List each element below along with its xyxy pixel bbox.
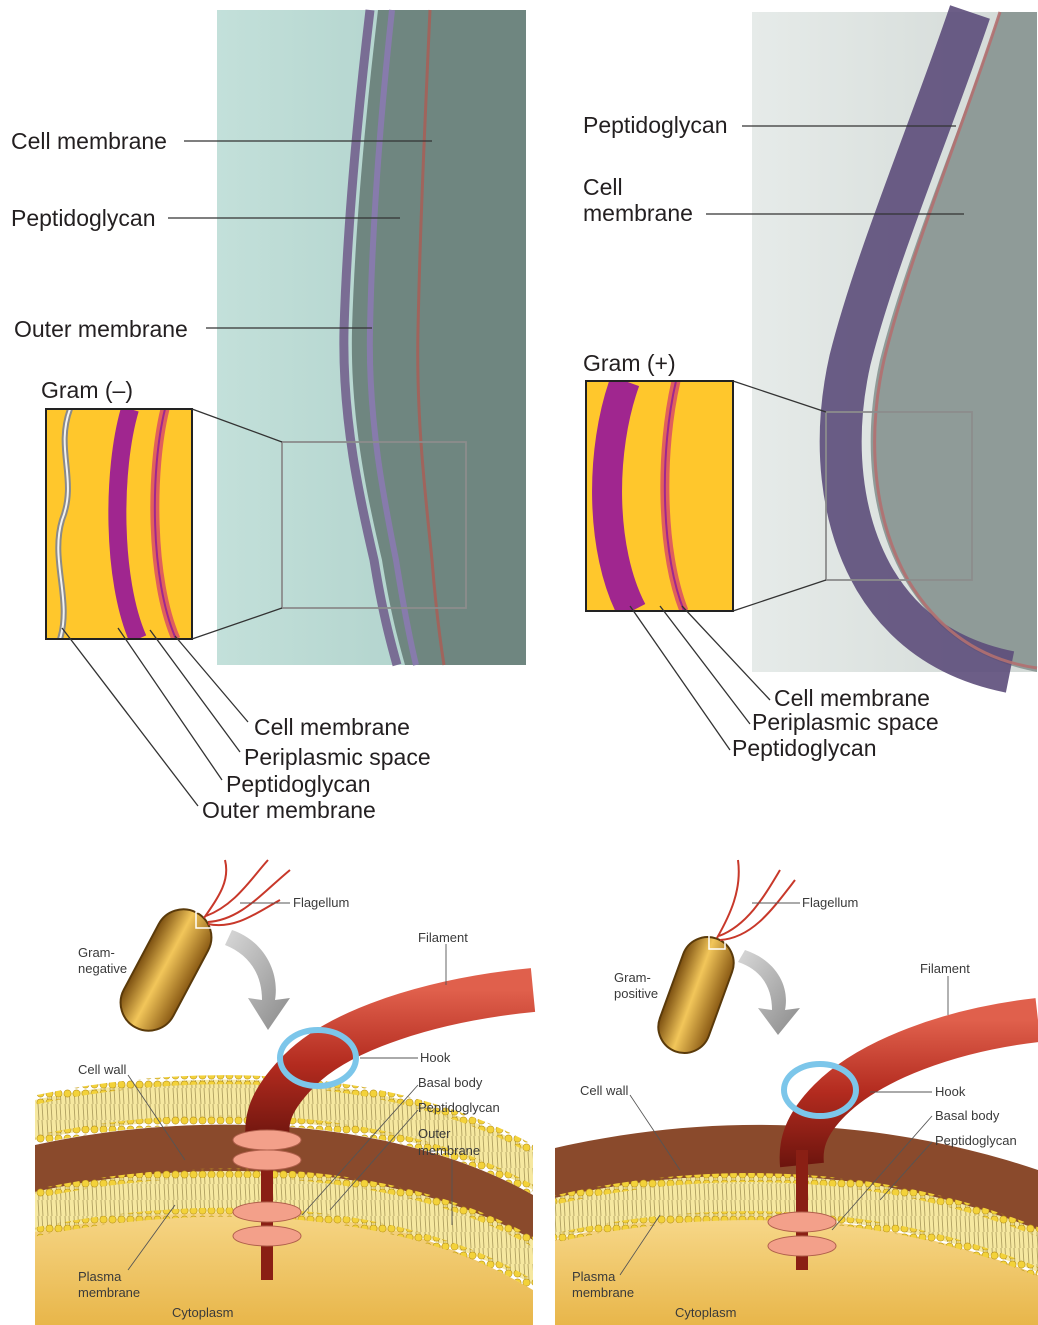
label-peptidoglycan: Peptidoglycan — [11, 205, 156, 231]
label-peptidoglycan: Peptidoglycan — [418, 1100, 500, 1115]
label-hook: Hook — [420, 1050, 451, 1065]
label-plasma-line2: membrane — [572, 1285, 634, 1300]
label-gram-line1: Gram- — [614, 970, 651, 985]
inset-label-peptidoglycan: Peptidoglycan — [226, 771, 371, 797]
zoom-arrow — [225, 930, 290, 1030]
label-cell-wall: Cell wall — [78, 1062, 127, 1077]
label-hook: Hook — [935, 1084, 966, 1099]
inset-label-periplasmic-space: Periplasmic space — [752, 709, 939, 735]
label-basal-body: Basal body — [935, 1108, 1000, 1123]
inset-title-gram-negative: Gram (–) — [41, 377, 133, 403]
inset-title-gram-positive: Gram (+) — [583, 350, 676, 376]
label-flagellum: Flagellum — [802, 895, 858, 910]
label-peptidoglycan: Peptidoglycan — [935, 1133, 1017, 1148]
label-cell-line1: Cell — [583, 174, 623, 200]
label-cytoplasm: Cytoplasm — [675, 1305, 736, 1320]
label-cell-line2: membrane — [583, 200, 693, 226]
label-outer-line1: Outer — [418, 1126, 451, 1141]
gram-negative-micrograph — [217, 10, 526, 665]
label-outer-membrane: Outer membrane — [14, 316, 188, 342]
label-peptidoglycan: Peptidoglycan — [583, 112, 728, 138]
gram-positive-micrograph — [752, 12, 1037, 672]
inset-label-outer-membrane: Outer membrane — [202, 797, 376, 823]
label-filament: Filament — [418, 930, 468, 945]
label-cytoplasm: Cytoplasm — [172, 1305, 233, 1320]
label-filament: Filament — [920, 961, 970, 976]
label-gram-line2: negative — [78, 961, 127, 976]
inset-label-periplasmic-space: Periplasmic space — [244, 744, 431, 770]
label-plasma-line1: Plasma — [572, 1269, 616, 1284]
label-basal-body: Basal body — [418, 1075, 483, 1090]
label-flagellum: Flagellum — [293, 895, 349, 910]
label-plasma-line1: Plasma — [78, 1269, 122, 1284]
gram-positive-inset — [586, 381, 733, 611]
label-gram-line1: Gram- — [78, 945, 115, 960]
label-plasma-line2: membrane — [78, 1285, 140, 1300]
inset-label-cell-membrane: Cell membrane — [774, 685, 930, 711]
label-cell-wall: Cell wall — [580, 1083, 629, 1098]
label-gram-line2: positive — [614, 986, 658, 1001]
inset-label-peptidoglycan: Peptidoglycan — [732, 735, 877, 761]
zoom-arrow — [738, 950, 800, 1035]
gram-positive-rod-cell — [651, 860, 795, 1060]
label-cell-membrane: Cell membrane — [11, 128, 167, 154]
label-outer-line2: membrane — [418, 1143, 480, 1158]
gram-negative-inset — [46, 409, 192, 639]
inset-label-cell-membrane: Cell membrane — [254, 714, 410, 740]
